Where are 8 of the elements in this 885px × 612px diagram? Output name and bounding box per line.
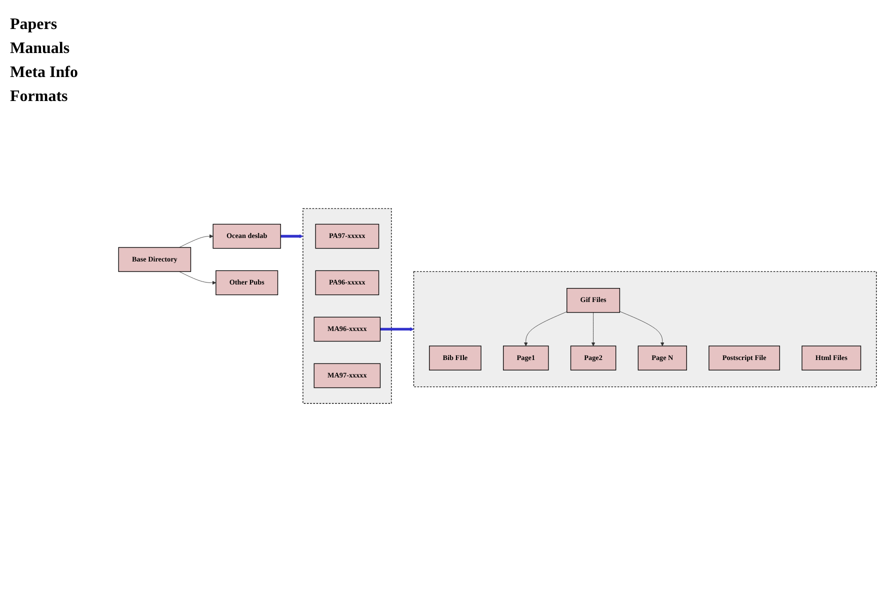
cluster: [302, 208, 392, 404]
cluster: [413, 271, 877, 388]
arrow: [380, 327, 414, 332]
arrow: [280, 234, 304, 238]
section-heading: Manuals: [10, 40, 71, 58]
section-heading: Meta Info: [10, 64, 79, 82]
section-heading: Papers: [10, 16, 58, 34]
section-heading: Formats: [10, 88, 69, 106]
